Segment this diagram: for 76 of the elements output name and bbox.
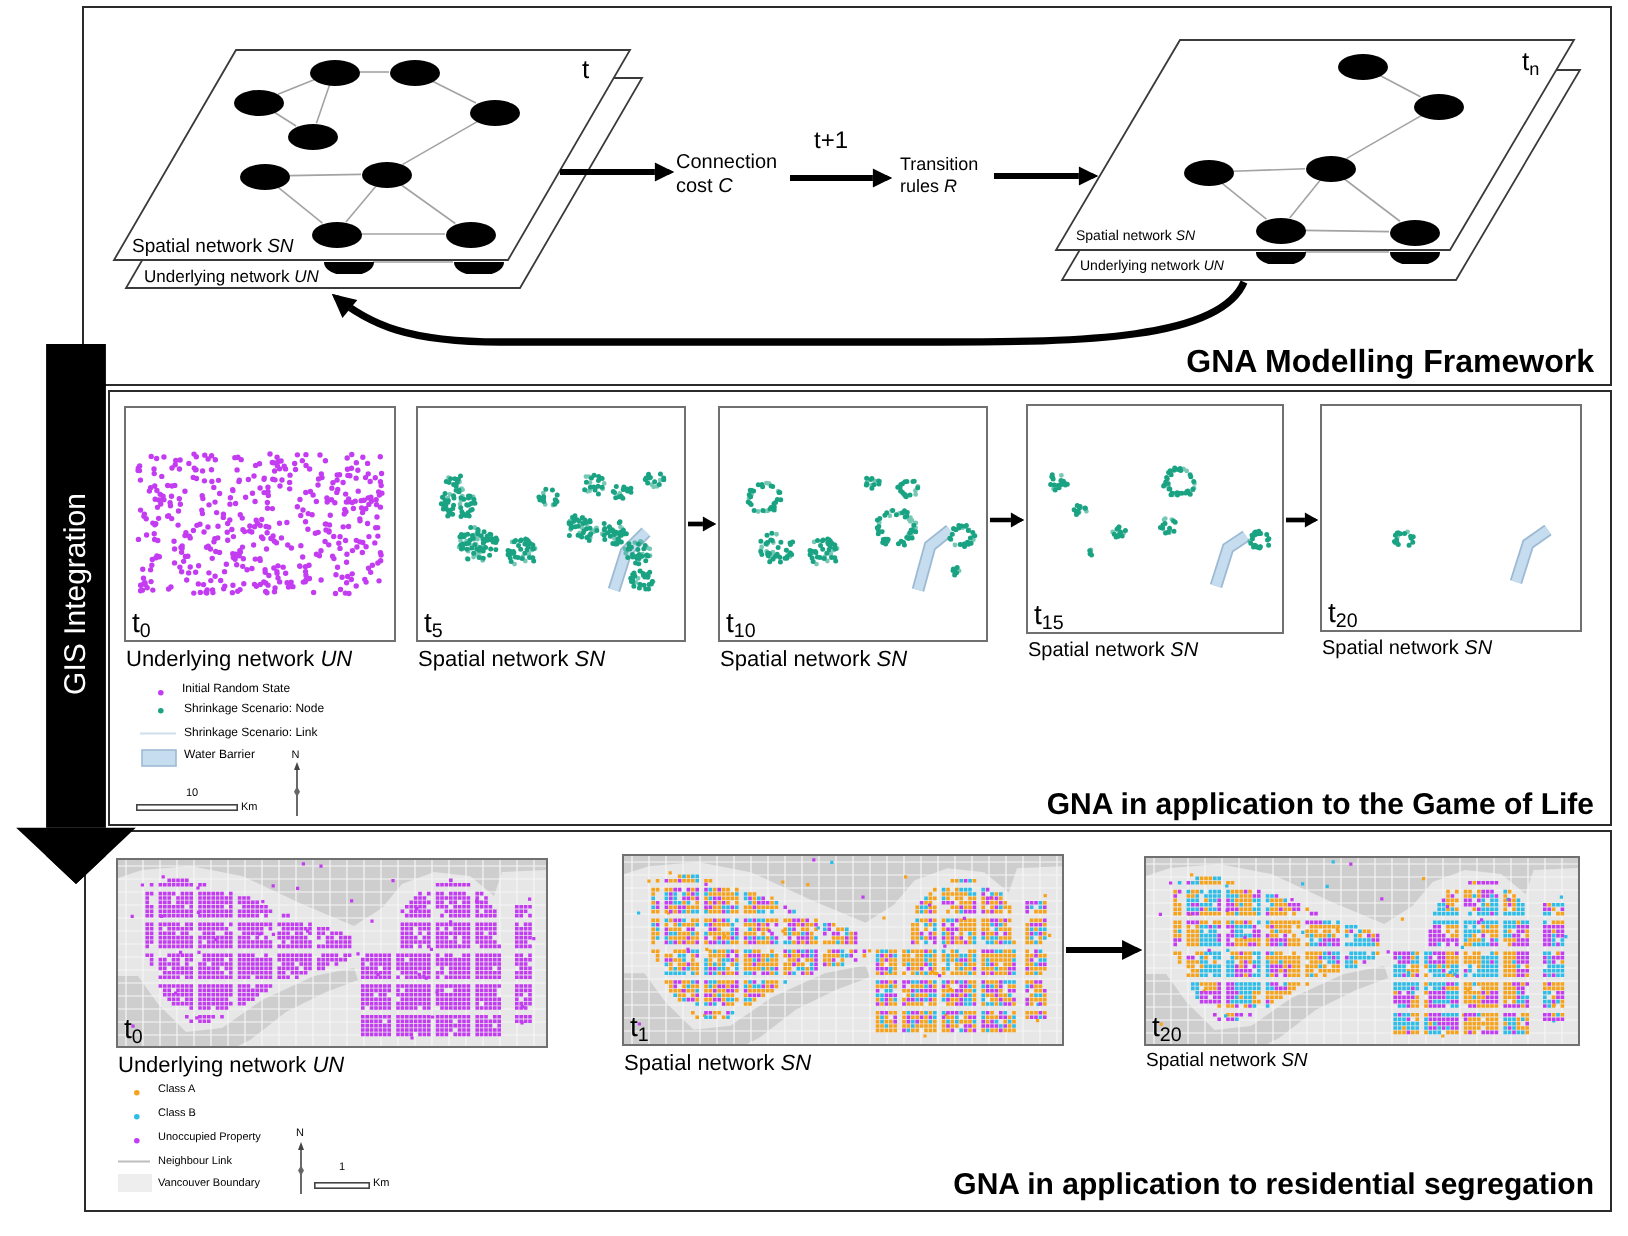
network-node-icon: [323, 261, 373, 275]
network-node-icon: [1255, 251, 1305, 265]
link-line: [431, 80, 477, 104]
panel: [108, 390, 1612, 826]
network-node-icon: [361, 161, 411, 187]
network-node-icon: [1305, 155, 1355, 181]
network-node-icon: [1337, 53, 1387, 79]
node-label: Spatial network SN: [418, 648, 606, 674]
link-line: [358, 71, 390, 73]
arrow: [1066, 940, 1142, 960]
panel-title: GNA in application to the Game of Life: [1046, 787, 1594, 822]
time-label: t$_{20}$: [1328, 597, 1358, 628]
link-line: [276, 186, 324, 224]
link-line: [1220, 182, 1268, 220]
network-node-icon: [239, 163, 289, 189]
arrow: [990, 512, 1024, 528]
network-node-icon: [445, 221, 495, 247]
network-node-icon: [1255, 217, 1305, 243]
network-node-icon: [311, 221, 361, 247]
link-line: [1346, 114, 1422, 160]
network-node-icon: [233, 89, 283, 115]
arrow: [1286, 512, 1318, 528]
node-label: Spatial network SN: [720, 648, 908, 674]
link-line: [1304, 251, 1390, 253]
link-line: [1343, 177, 1401, 223]
link-line: [1288, 179, 1322, 219]
node-label: Spatial network SN: [1322, 638, 1493, 661]
time-label: t$_{10}$: [726, 607, 756, 638]
link-line: [401, 120, 479, 166]
network-node-icon: [469, 99, 519, 125]
time-label: t: [582, 56, 590, 86]
time-label: t$_{0}$: [132, 607, 151, 638]
step-label: Transition rules R: [900, 154, 992, 198]
link-line: [1378, 74, 1422, 98]
node-label: Spatial network SN: [1028, 640, 1199, 663]
link-line: [372, 261, 454, 263]
time-label: t$_{1}$: [630, 1011, 649, 1042]
arrow: [994, 166, 1098, 186]
link-line: [288, 173, 362, 177]
panel: [84, 830, 1612, 1212]
link-line: [1232, 168, 1306, 172]
plane-label: Spatial network SN: [132, 238, 294, 260]
node-label: Underlying network UN: [118, 1054, 345, 1080]
time-label: t$_{n}$: [1522, 48, 1540, 78]
network-node-icon: [1389, 251, 1439, 265]
edge-label: GIS Integration: [58, 489, 94, 699]
time-label: t$_{15}$: [1034, 599, 1064, 630]
node-label: Spatial network SN: [1146, 1052, 1308, 1074]
network-node-icon: [287, 123, 337, 149]
network-node-icon: [389, 59, 439, 85]
panel-title: GNA Modelling Framework: [1186, 345, 1594, 382]
link-line: [277, 79, 315, 95]
link-line: [1304, 229, 1390, 233]
arrow: [688, 516, 716, 532]
link-line: [360, 233, 446, 235]
link-line: [273, 111, 297, 127]
node-label: Underlying network UN: [126, 648, 353, 674]
time-label: t$_{0}$: [124, 1013, 143, 1044]
step-label: Connection cost C: [676, 152, 788, 200]
node-label: Spatial network SN: [624, 1052, 812, 1078]
arrow: [16, 344, 136, 884]
panel-title: GNA in application to residential segregation: [953, 1167, 1594, 1202]
network-node-icon: [1413, 93, 1463, 119]
arrow: [329, 280, 1248, 346]
link-line: [399, 183, 457, 225]
time-label: t$_{5}$: [424, 607, 443, 638]
link-line: [345, 185, 377, 223]
panel: [82, 6, 1612, 386]
network-node-icon: [453, 261, 503, 275]
network-node-icon: [309, 59, 359, 85]
network-node-icon: [1389, 219, 1439, 245]
arrow: [790, 168, 892, 188]
time-label: t$_{20}$: [1152, 1011, 1182, 1042]
network-node-icon: [1183, 159, 1233, 185]
plane-label: Underlying network UN: [144, 267, 319, 287]
link-line: [315, 84, 331, 124]
